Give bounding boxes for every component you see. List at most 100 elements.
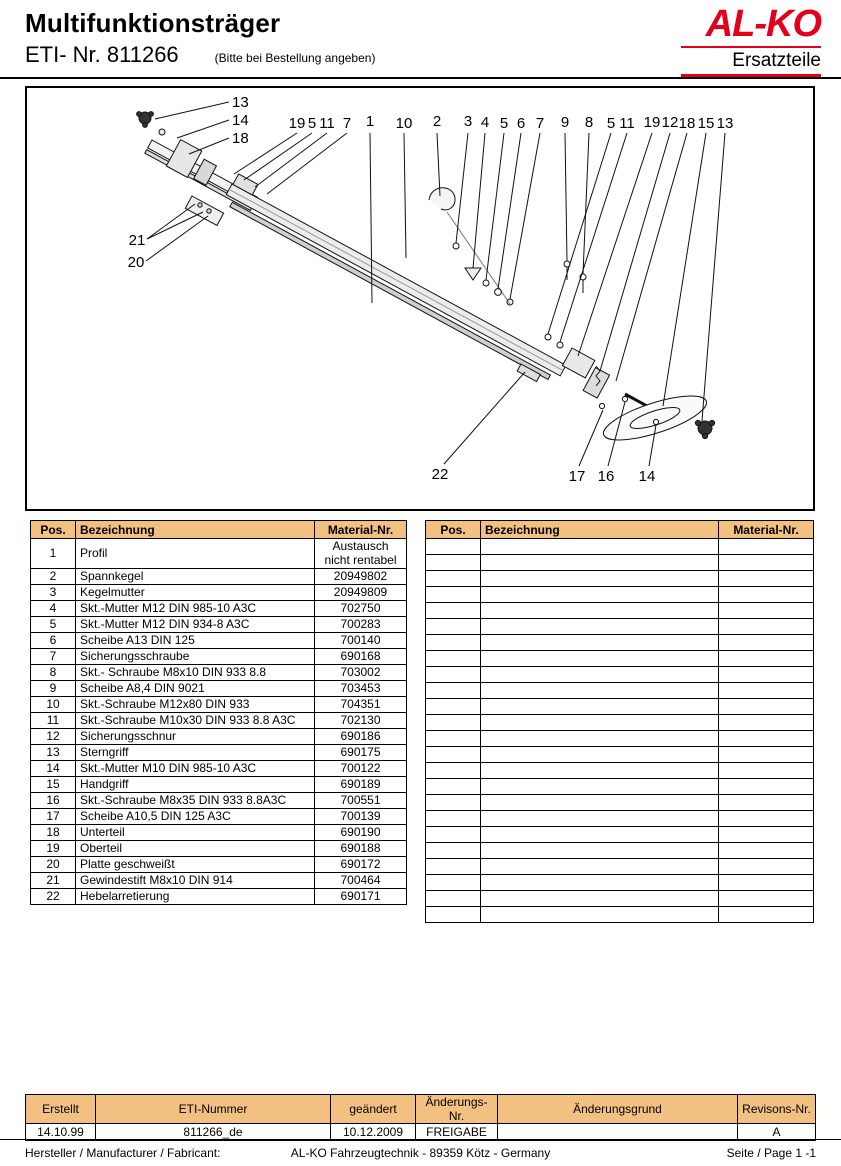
callout-label: 21 <box>129 232 146 249</box>
parts-cell-material: 690172 <box>314 855 407 873</box>
callout-label: 15 <box>698 115 715 132</box>
parts-cell-material: 690171 <box>314 887 407 905</box>
rev-value-revisions-nr: A <box>737 1123 816 1141</box>
parts-cell-name: Sicherungsschraube <box>75 647 315 665</box>
parts-cell-material: 704351 <box>314 695 407 713</box>
empty-table-row <box>425 778 814 795</box>
parts-cell-pos: 22 <box>30 887 76 905</box>
parts-cell-material: 690189 <box>314 775 407 793</box>
empty-table-cell <box>480 634 719 651</box>
parts-cell-material: 700122 <box>314 759 407 777</box>
parts-table-header: Pos. Bezeichnung Material-Nr. <box>30 520 407 539</box>
callout-label: 20 <box>128 254 145 271</box>
empty-table-cell <box>718 666 814 683</box>
empty-table-row <box>425 634 814 651</box>
callout-label: 5 <box>607 115 615 132</box>
callout-label: 11 <box>319 115 335 132</box>
empty-table-row <box>425 538 814 555</box>
rev-value-aenderungsgrund <box>497 1123 738 1141</box>
callout-label: 7 <box>536 115 544 132</box>
empty-table-cell <box>425 666 481 683</box>
callout-label: 16 <box>598 468 615 485</box>
callout-label: 8 <box>585 114 593 131</box>
revision-value-row: 14.10.99 811266_de 10.12.2009 FREIGABE A <box>25 1123 816 1141</box>
empty-table-cell <box>480 762 719 779</box>
col-header-name: Bezeichnung <box>75 520 315 539</box>
diagram-frame: 13 14 18 19 5 11 7 1 10 2 3 4 5 6 7 9 8 … <box>25 86 815 511</box>
empty-table-cell <box>718 858 814 875</box>
revision-table: Erstellt ETI-Nummer geändert Änderungs-N… <box>25 1094 816 1141</box>
empty-table-cell <box>718 602 814 619</box>
parts-cell-name: Platte geschweißt <box>75 855 315 873</box>
parts-cell-pos: 1 <box>30 538 76 569</box>
header-divider <box>0 77 841 79</box>
empty-table-cell <box>718 650 814 667</box>
parts-cell-material: 690168 <box>314 647 407 665</box>
empty-table-cell <box>425 842 481 859</box>
empty-table-cell <box>480 746 719 763</box>
empty-table-row <box>425 554 814 571</box>
callout-label: 19 <box>644 114 661 131</box>
empty-table-row <box>425 826 814 843</box>
empty-table-cell <box>425 586 481 603</box>
callout-label: 13 <box>717 115 734 132</box>
empty-table-cell <box>480 682 719 699</box>
empty-table-cell <box>480 906 719 923</box>
callout-label: 19 <box>289 115 306 132</box>
empty-table-cell <box>718 826 814 843</box>
callout-label: 14 <box>639 468 656 485</box>
eti-number: ETI- Nr. 811266 <box>25 42 179 67</box>
callout-label: 7 <box>343 115 351 132</box>
empty-table-cell <box>480 538 719 555</box>
parts-cell-material: 690175 <box>314 743 407 761</box>
rev-header-geaendert: geändert <box>330 1094 416 1124</box>
col-header-material: Material-Nr. <box>718 520 814 539</box>
parts-cell-name: Skt.- Schraube M8x10 DIN 933 8.8 <box>75 663 315 681</box>
brand-rule-bottom <box>681 74 821 77</box>
col-header-pos: Pos. <box>30 520 76 539</box>
parts-cell-pos: 17 <box>30 807 76 825</box>
empty-table-cell <box>480 890 719 907</box>
callout-label: 17 <box>569 468 586 485</box>
leader-lines <box>145 101 726 467</box>
parts-cell-material: 700140 <box>314 631 407 649</box>
empty-table-cell <box>718 554 814 571</box>
callout-label: 12 <box>662 114 679 131</box>
empty-table-cell <box>718 634 814 651</box>
empty-table-cell <box>480 554 719 571</box>
empty-table-row <box>425 730 814 747</box>
empty-table-cell <box>480 698 719 715</box>
parts-cell-pos: 7 <box>30 647 76 665</box>
empty-table-cell <box>425 570 481 587</box>
empty-table-row <box>425 746 814 763</box>
parts-cell-pos: 3 <box>30 583 76 601</box>
empty-table-cell <box>480 714 719 731</box>
parts-cell-material: Austausch nicht rentabel <box>314 538 407 569</box>
empty-table-cell <box>480 858 719 875</box>
empty-table-cell <box>425 682 481 699</box>
rev-header-aenderungsgrund: Änderungsgrund <box>497 1094 738 1124</box>
empty-table-cell <box>718 698 814 715</box>
empty-table-cell <box>718 746 814 763</box>
empty-table-cell <box>425 906 481 923</box>
empty-table-row <box>425 682 814 699</box>
empty-table-cell <box>718 730 814 747</box>
parts-cell-pos: 12 <box>30 727 76 745</box>
empty-table-cell <box>480 730 719 747</box>
parts-cell-name: Skt.-Mutter M12 DIN 934-8 A3C <box>75 615 315 633</box>
parts-cell-pos: 6 <box>30 631 76 649</box>
empty-table-cell <box>425 826 481 843</box>
callout-label: 6 <box>517 115 525 132</box>
parts-cell-material: 690190 <box>314 823 407 841</box>
empty-table-cell <box>425 810 481 827</box>
empty-table-cell <box>480 874 719 891</box>
parts-cell-material: 690186 <box>314 727 407 745</box>
